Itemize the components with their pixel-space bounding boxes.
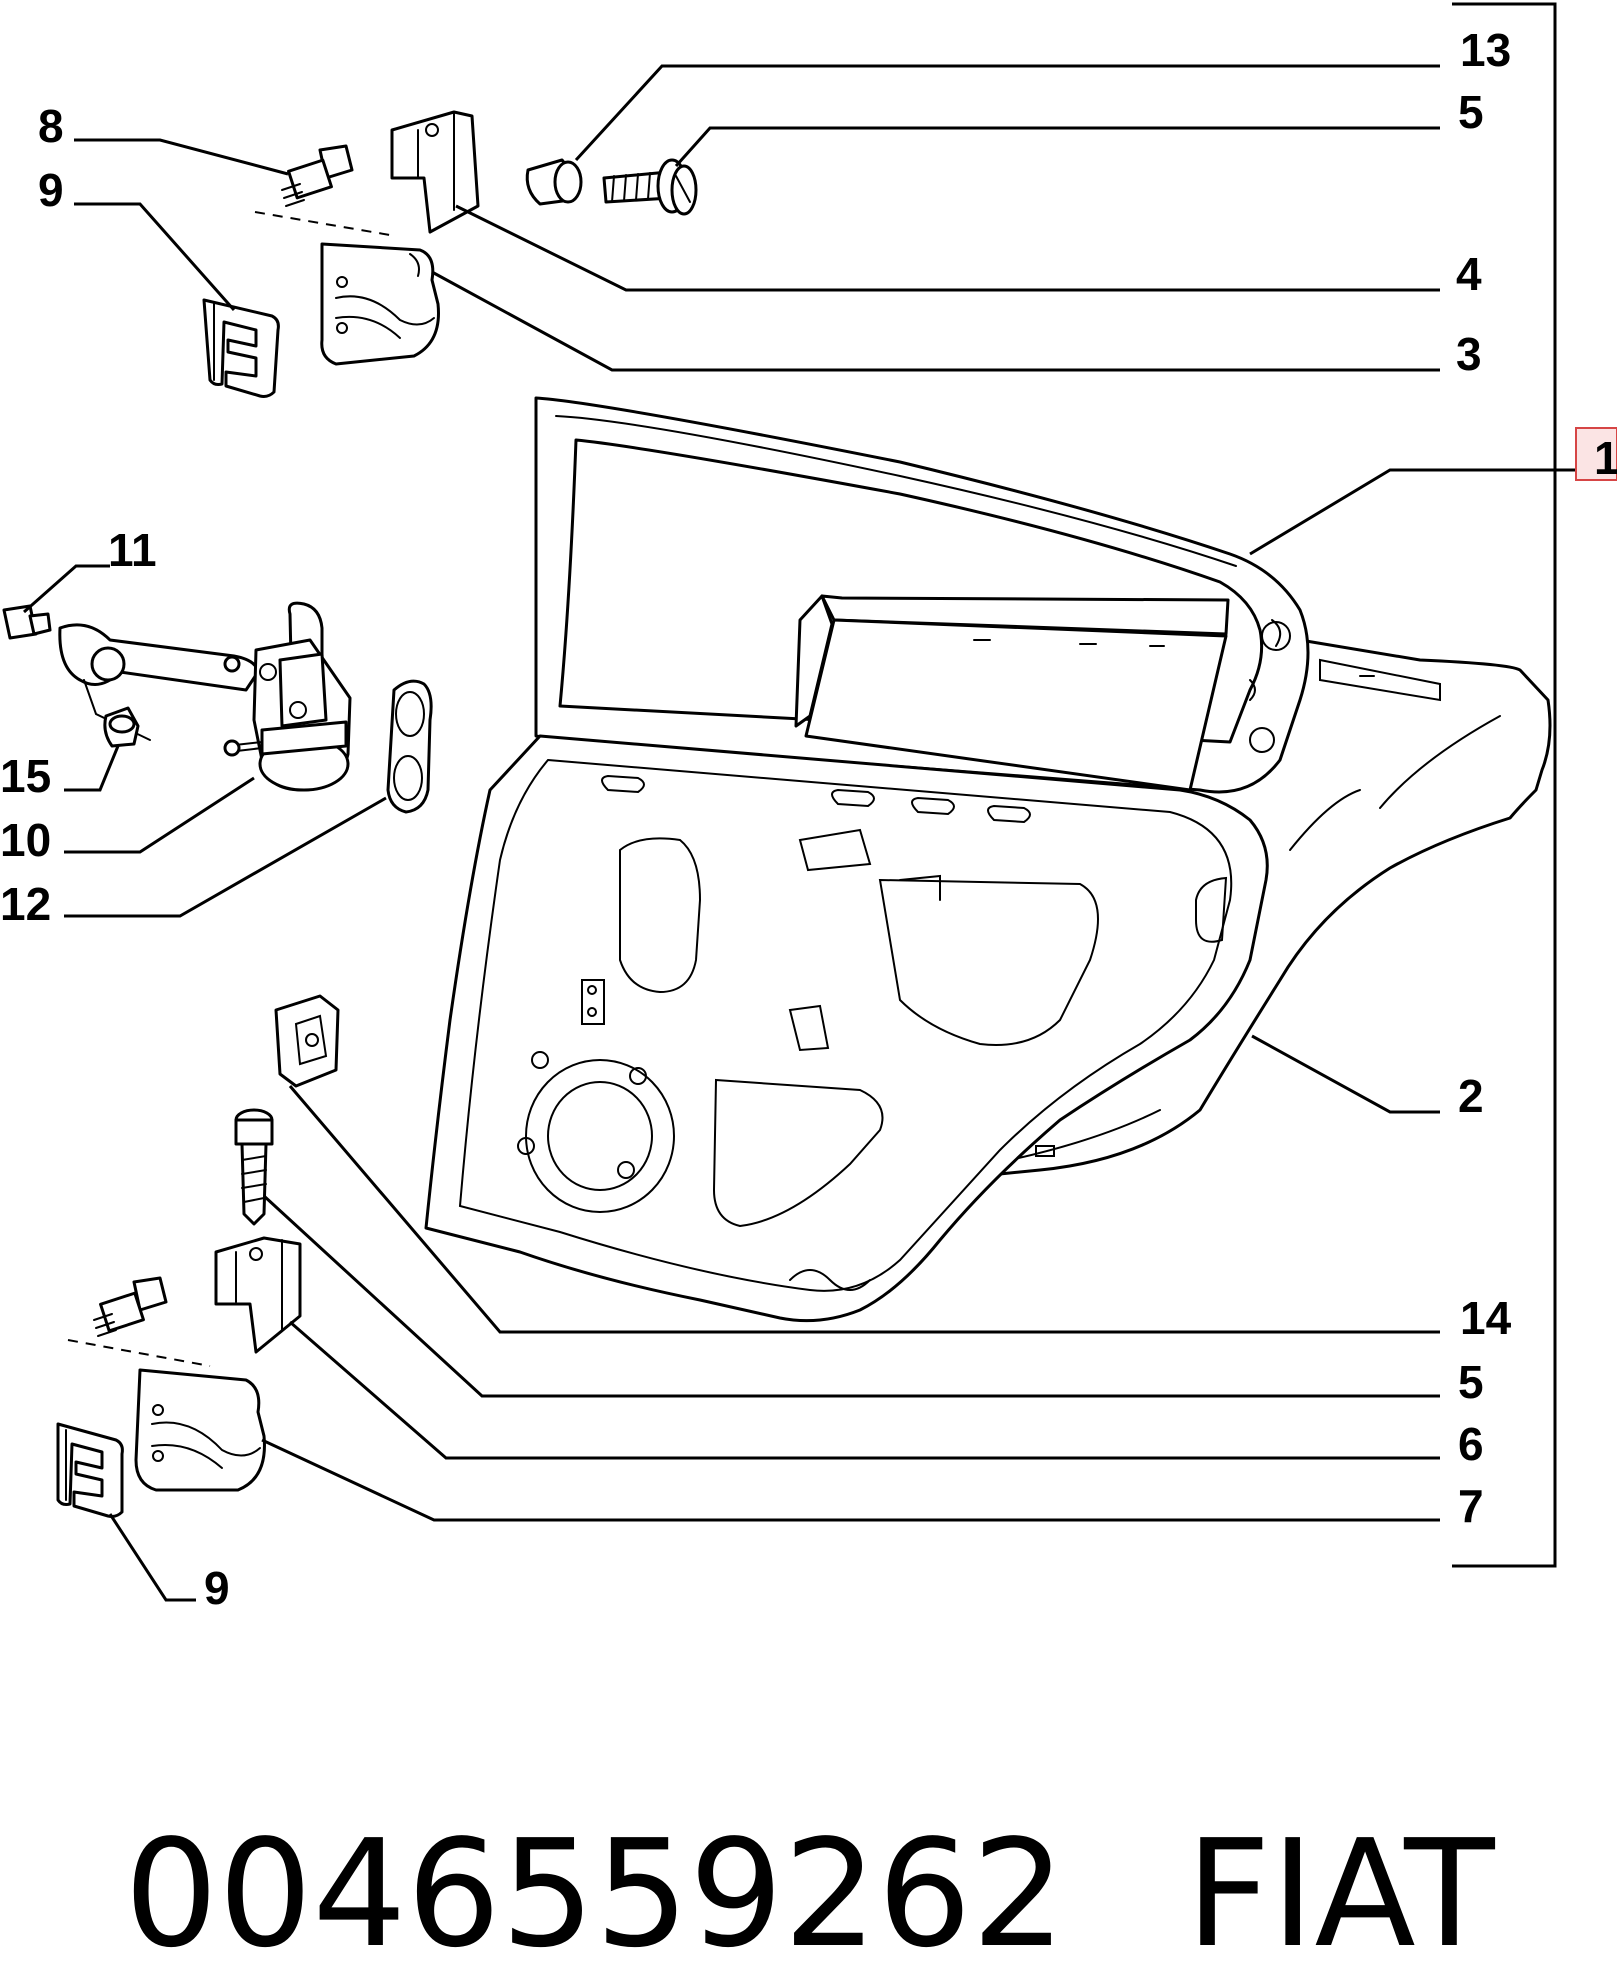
- callout-6: 6: [1458, 1418, 1484, 1470]
- leader-9-top: [74, 202, 236, 311]
- nut-15: [103, 706, 140, 748]
- hinge-half-lower: [134, 1368, 266, 1492]
- callout-1: 1: [1594, 432, 1617, 484]
- callout-2: 2: [1458, 1070, 1484, 1122]
- leader-2: [1251, 1034, 1440, 1114]
- window-channel: [820, 594, 1230, 636]
- leader-15: [64, 745, 120, 792]
- leader-6: [289, 1320, 1440, 1460]
- grommet-12: [386, 679, 433, 814]
- leader-5-top: [674, 126, 1440, 168]
- callout-1-highlight: [1575, 427, 1617, 481]
- leader-13: [574, 64, 1440, 162]
- callout-8: 8: [38, 100, 64, 152]
- leader-4: [455, 204, 1440, 292]
- upper-hinge-group: [202, 110, 698, 398]
- screw-5-lower: [234, 1108, 274, 1226]
- lower-hinge-group: [56, 994, 340, 1518]
- brand-name: FIAT: [1185, 1808, 1495, 1980]
- leader-lines: [23, 64, 1590, 1602]
- leader-7: [261, 1438, 1440, 1522]
- callout-14: 14: [1460, 1292, 1512, 1344]
- nut-13: [525, 158, 583, 206]
- leader-11: [23, 564, 110, 614]
- leader-8: [74, 138, 289, 176]
- callout-3: 3: [1456, 328, 1482, 380]
- leader-10: [64, 776, 255, 854]
- clip-14: [274, 994, 340, 1088]
- shim-plate-lower: [56, 1422, 124, 1518]
- callout-labels: 13 5 4 3 1 8 9 11 15 10 12 2 14 5 6 7 9: [0, 24, 1617, 1614]
- door-check-group: [2, 601, 433, 814]
- callout-15: 15: [0, 750, 51, 802]
- leader-5-bottom: [262, 1194, 1440, 1398]
- leader-12: [64, 796, 387, 918]
- assembly-bracket: [1452, 2, 1557, 1568]
- callout-5-top: 5: [1458, 86, 1484, 138]
- hinge-bracket-upper: [390, 110, 480, 234]
- part-number: 0046559262: [124, 1808, 1066, 1980]
- callout-10: 10: [0, 814, 51, 866]
- inner-panel-cutout-lower: [712, 1078, 884, 1228]
- speaker-mount: [525, 1059, 675, 1213]
- door-shell: [424, 396, 1552, 1323]
- callout-7: 7: [1458, 1480, 1484, 1532]
- screw-5-upper: [602, 158, 698, 216]
- door-inner-panel: [424, 734, 1269, 1323]
- callout-4: 4: [1456, 248, 1482, 300]
- bolt-lower-hinge: [67, 1276, 211, 1367]
- bolt-upper-hinge: [254, 144, 391, 236]
- bolt-check-strap: [2, 604, 52, 640]
- hinge-bracket-lower: [214, 1236, 302, 1354]
- leader-1: [1249, 468, 1590, 556]
- check-strap-arm: [58, 623, 260, 741]
- callout-11: 11: [108, 524, 157, 576]
- leader-14: [288, 1085, 1440, 1334]
- inner-panel-cutout-upper: [619, 837, 702, 994]
- callout-9-bottom: 9: [204, 1562, 230, 1614]
- callout-5-bottom: 5: [1458, 1356, 1484, 1408]
- exploded-door-diagram: 13 5 4 3 1 8 9 11 15 10 12 2 14 5 6 7 9: [0, 2, 1617, 1614]
- leader-9-bottom: [108, 1513, 196, 1602]
- callout-9-top: 9: [38, 164, 64, 216]
- callout-13: 13: [1460, 24, 1511, 76]
- check-body: [223, 601, 352, 792]
- hinge-half-upper: [320, 242, 440, 366]
- callout-12: 12: [0, 878, 51, 930]
- leader-3: [431, 270, 1440, 372]
- inner-panel-cutout-mid: [878, 878, 1099, 1046]
- shim-plate-upper: [202, 298, 280, 398]
